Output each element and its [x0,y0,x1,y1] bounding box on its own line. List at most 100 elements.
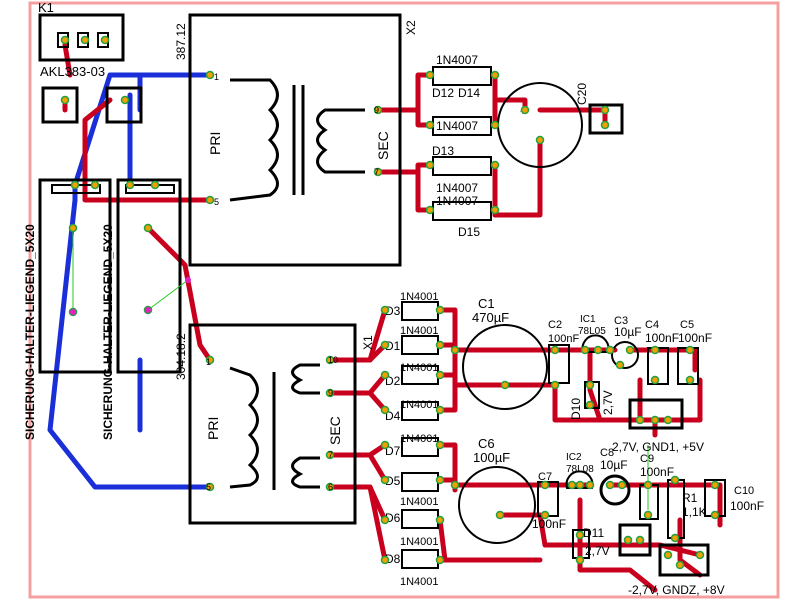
solder-pad [450,345,460,355]
solder-pad [580,345,590,355]
solder-pad [373,105,383,115]
n4001-label: 1N4001 [400,291,439,303]
n4001-label: 1N4001 [400,433,439,445]
r1-value: 1,1K [682,505,707,519]
c6-label: C6 [478,436,495,451]
d7-label: D7 [385,444,401,458]
solder-pad [205,355,215,365]
solder-pad [90,180,100,190]
ic2-value: 78L08 [566,464,594,475]
output-connector-1: 2,7V, GND1, +5V [612,398,704,454]
capacitor-c2: C2 100nF [548,319,579,384]
solder-pad [695,550,705,560]
fuse-holder-2: SICHERUNG-HALTER-LIEGEND_5X20 [101,178,182,440]
solder-pad [435,515,445,525]
solder-pad [600,105,610,115]
c6-value: 100µF [473,450,510,465]
solder-pad [575,530,585,540]
solder-pad [550,380,560,390]
c10-label: C10 [734,485,754,497]
x1-secondary-winding-1 [291,363,320,395]
solder-pad [490,70,500,80]
solder-pad [650,345,660,355]
c3-label: C3 [614,315,628,327]
solder-pad [380,305,390,315]
solder-pad [80,35,90,45]
resistor-r1: R1 1,1K [667,479,707,539]
solder-pad [380,475,390,485]
bridge-bottom: D7 D5 D6 D8 1N4001 1N4001 1N4001 1N4001 [385,433,439,588]
solder-pad [435,305,445,315]
c8-value: 10µF [600,458,628,472]
zener-d10: D10 2,7V [569,381,615,420]
c5-label: C5 [680,319,694,331]
x2-primary-winding [229,78,279,202]
solder-pad [380,370,390,380]
connector-box-left [41,86,79,124]
solder-pad [100,35,110,45]
via-marker [185,277,191,283]
solder-pad [325,450,335,460]
c2-value: 100nF [548,333,579,345]
n4001-label: 1N4001 [400,399,439,411]
c4-label: C4 [645,319,659,331]
capacitor-c6: C6 100µF [458,436,536,544]
bridge-mid: D3 D1 D2 D4 1N4001 1N4001 1N4001 1N4001 [385,291,439,423]
solder-pad [435,440,445,450]
x1-value: 304.18.2 [174,333,188,380]
capacitor-c8: C8 10µF [599,447,631,506]
c7-value: 100nF [532,517,566,531]
c1-label: C1 [478,296,495,311]
diode-1n4007-label: 1N4007 [436,53,478,67]
bridge-top: 1N4007 D12 D14 1N4007 D13 1N4007 1N4007 … [432,53,492,239]
fuse1-label: SICHERUNG-HALTER-LIEGEND_5X20 [23,224,37,440]
capacitor-c5: C5 100nF [677,319,712,385]
solder-pad [425,70,435,80]
c9-value: 100nF [640,465,674,479]
solder-pad [585,380,595,390]
solder-pad [635,415,645,425]
r1-label: R1 [682,491,698,505]
solder-pad [625,345,635,355]
diode-1n4007-label: 1N4007 [436,181,478,195]
d3-label: D3 [385,304,401,318]
d14-label: D14 [458,86,480,100]
ic1-label: IC1 [580,314,596,325]
pin-label: 9 [328,388,333,398]
fuse-holder-1: SICHERUNG-HALTER-LIEGEND_5X20 [23,178,112,440]
d11-value: 2,7V [585,544,610,558]
solder-pad [710,510,720,520]
solder-pad [60,95,70,105]
solder-pad [490,120,500,130]
diode-1n4007-label: 1N4007 [436,119,478,133]
akl-label: AKL383-03 [40,64,105,79]
via-marker [145,307,151,313]
capacitor-c7: C7 100nF [532,471,566,531]
x2-label: X2 [404,20,418,35]
solder-pad [495,510,505,520]
solder-pad [205,70,215,80]
solder-pad [425,205,435,215]
solder-pad [575,555,585,565]
solder-pad [380,440,390,450]
solder-pad [60,35,70,45]
solder-pad [605,480,615,490]
solder-pad [325,388,335,398]
c10-value: 100nF [730,499,764,513]
solder-pad [435,475,445,485]
x2-sec-label: SEC [375,131,391,160]
c20-label: C20 [575,83,589,105]
solder-pad [373,167,383,177]
pin-label: 10 [328,355,338,365]
pads [60,35,720,570]
output-connector-2: -2,7V, GNDZ, +8V [618,523,725,597]
x1-label: X1 [361,335,375,350]
solder-pad [650,375,660,385]
x1-pri-label: PRI [205,417,221,440]
ic1-value: 78L05 [578,326,606,337]
solder-pad [425,120,435,130]
solder-pad [710,480,720,490]
solder-pad [490,160,500,170]
pin-label: 1 [206,357,211,367]
pin-label: 9 [374,105,379,115]
